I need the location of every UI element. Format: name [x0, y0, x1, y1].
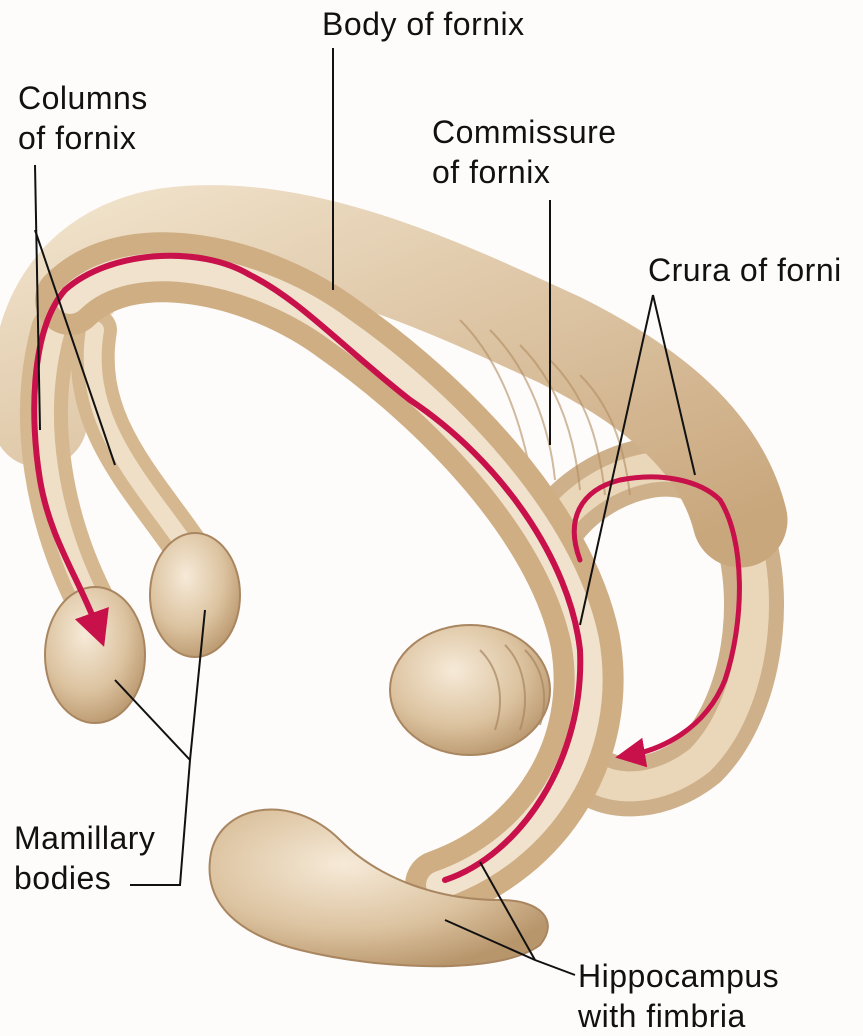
hippocampus-head-upper: [390, 625, 550, 755]
label-hippocampus-with-fimbria: Hippocampus with fimbria: [578, 956, 779, 1036]
mamillary-body-right: [150, 533, 240, 657]
label-body-of-fornix: Body of fornix: [322, 4, 525, 44]
mamillary-body-left: [45, 587, 145, 723]
label-crura-of-fornix: Crura of forni: [648, 250, 842, 290]
label-mamillary-bodies: Mamillary bodies: [14, 818, 155, 898]
label-columns-of-fornix: Columns of fornix: [18, 78, 148, 158]
label-commissure-of-fornix: Commissure of fornix: [432, 112, 617, 192]
